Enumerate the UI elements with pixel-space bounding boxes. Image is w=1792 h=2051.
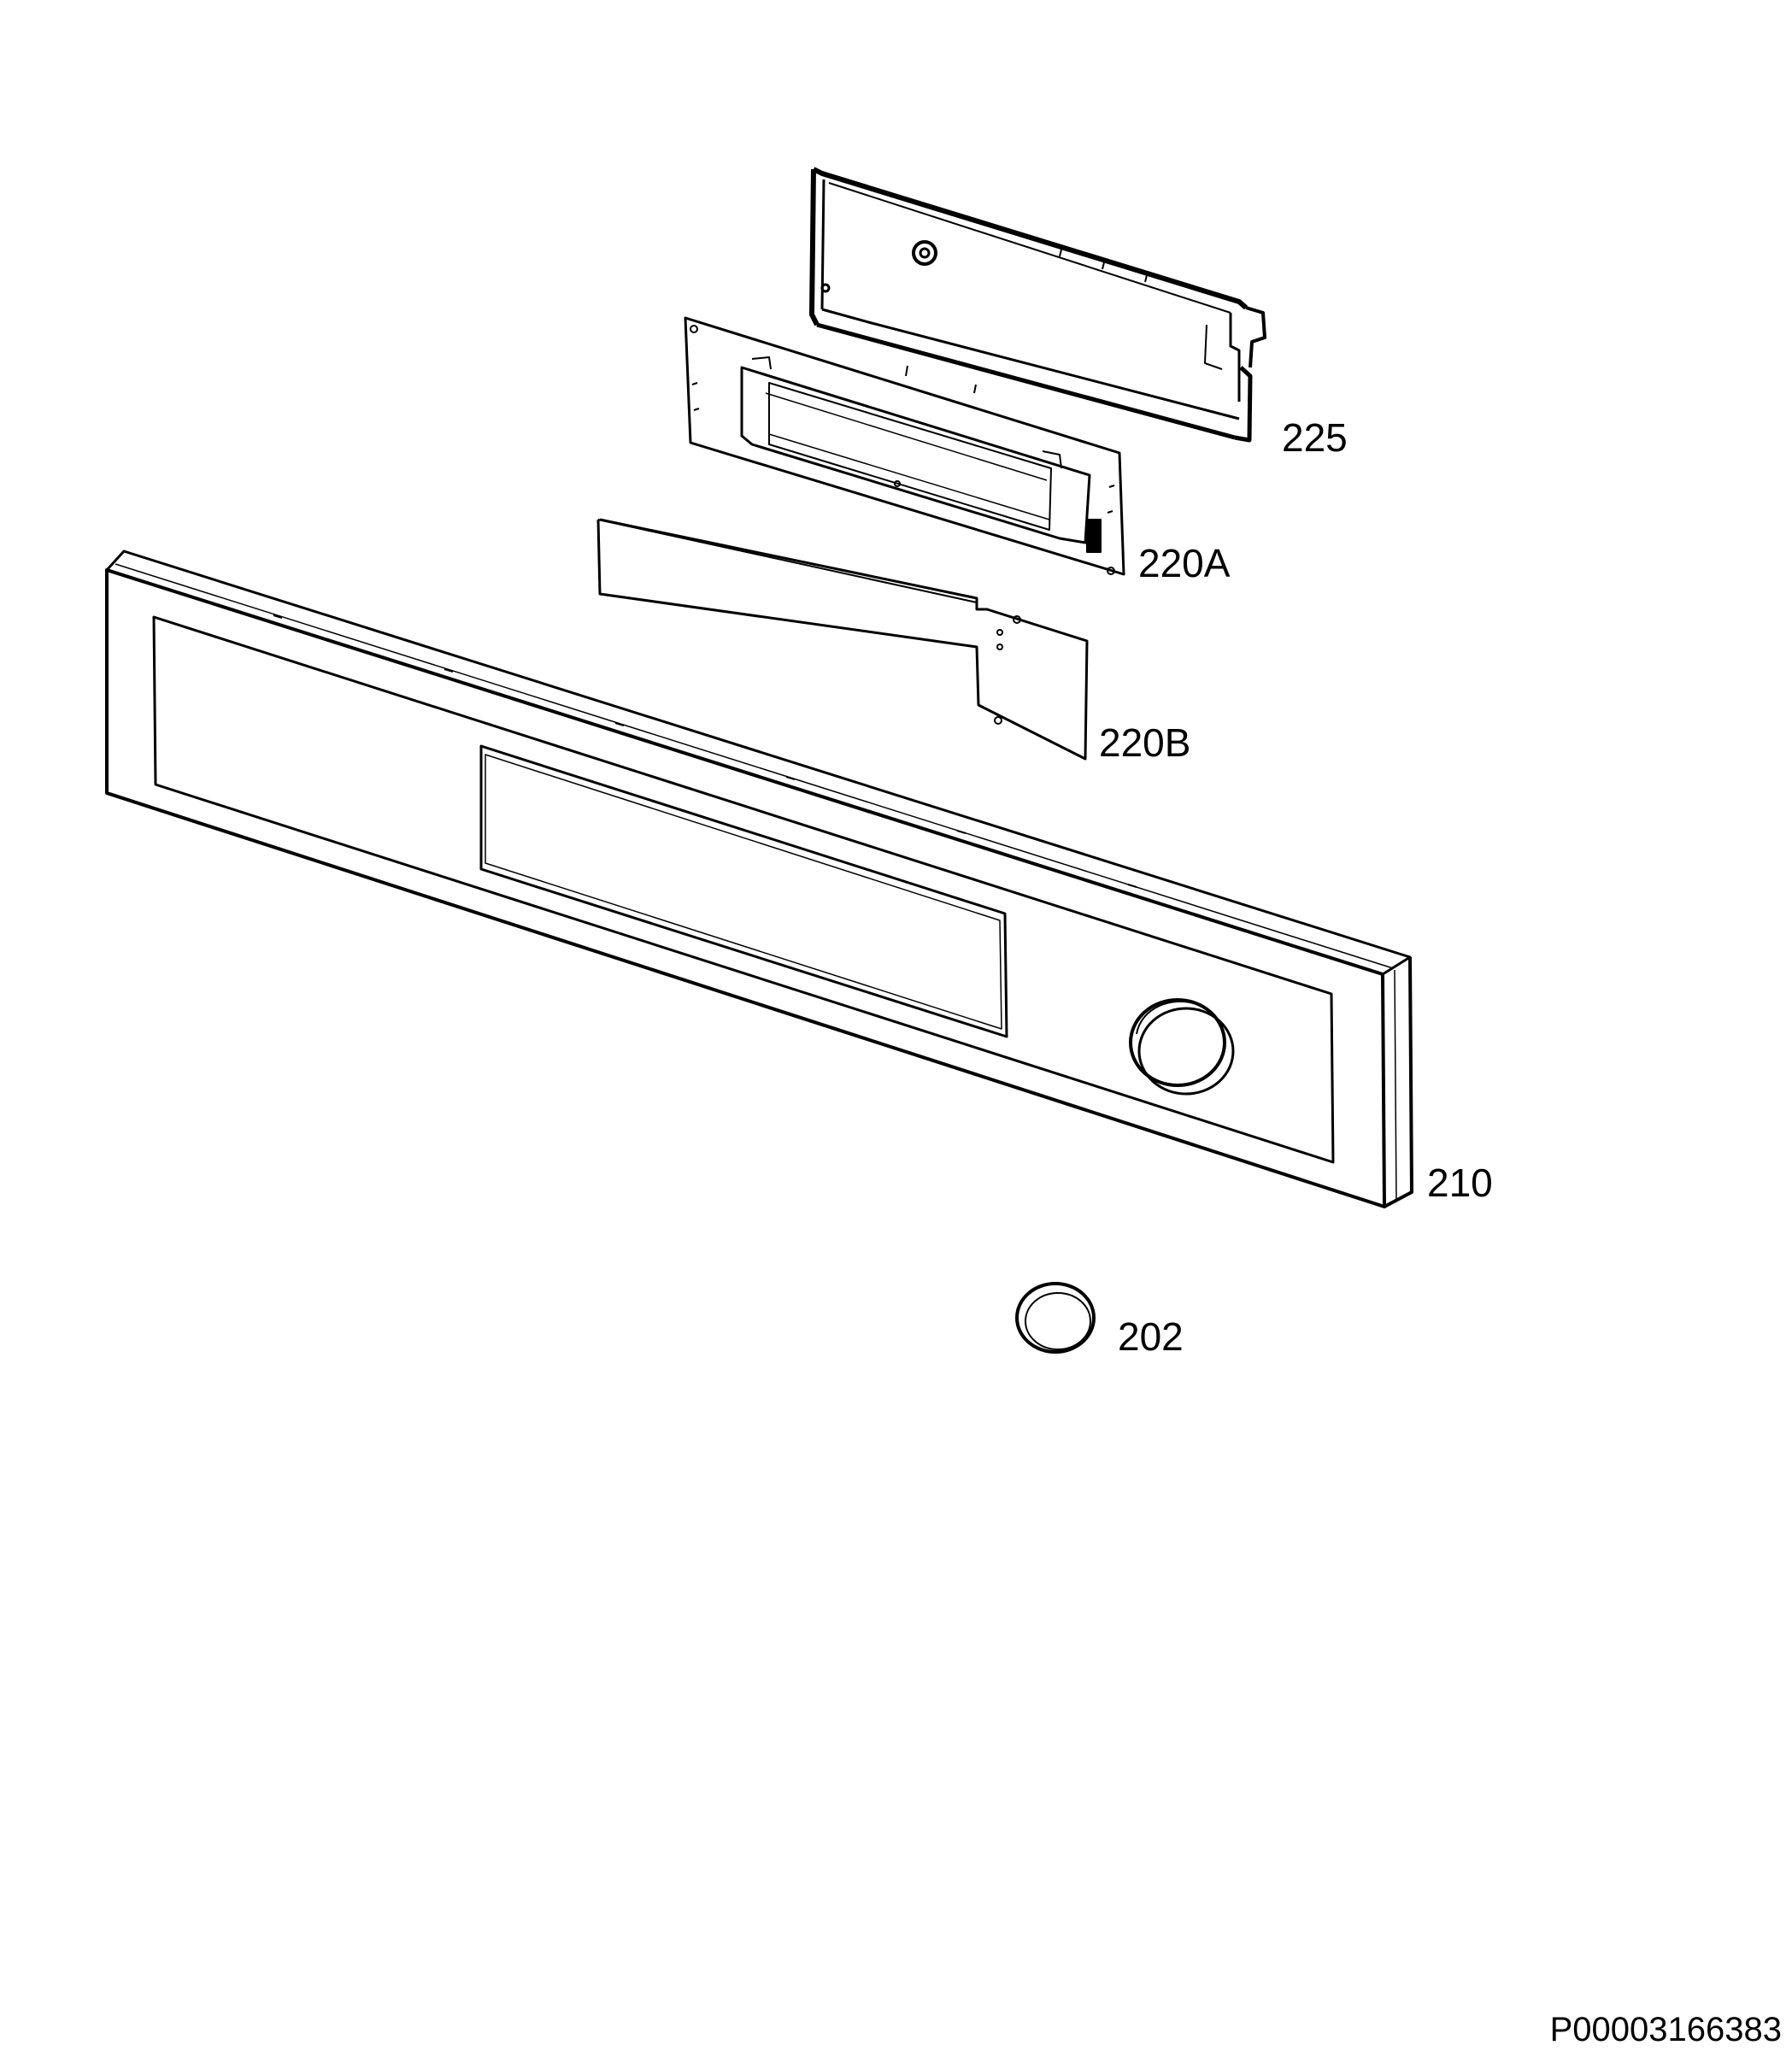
label-220a: 220A [1138, 541, 1231, 585]
label-225: 225 [1282, 415, 1348, 460]
part-225-housing [809, 167, 1266, 443]
document-id: P00003166383 [1550, 2011, 1782, 2048]
label-202: 202 [1118, 1314, 1184, 1359]
part-210-control-panel [105, 549, 1413, 1208]
part-220b-flat-board [596, 518, 1089, 761]
part-202-ring [1015, 1282, 1096, 1354]
label-210: 210 [1427, 1161, 1493, 1205]
label-220b: 220B [1099, 720, 1190, 765]
part-220a-display-board [684, 316, 1125, 576]
